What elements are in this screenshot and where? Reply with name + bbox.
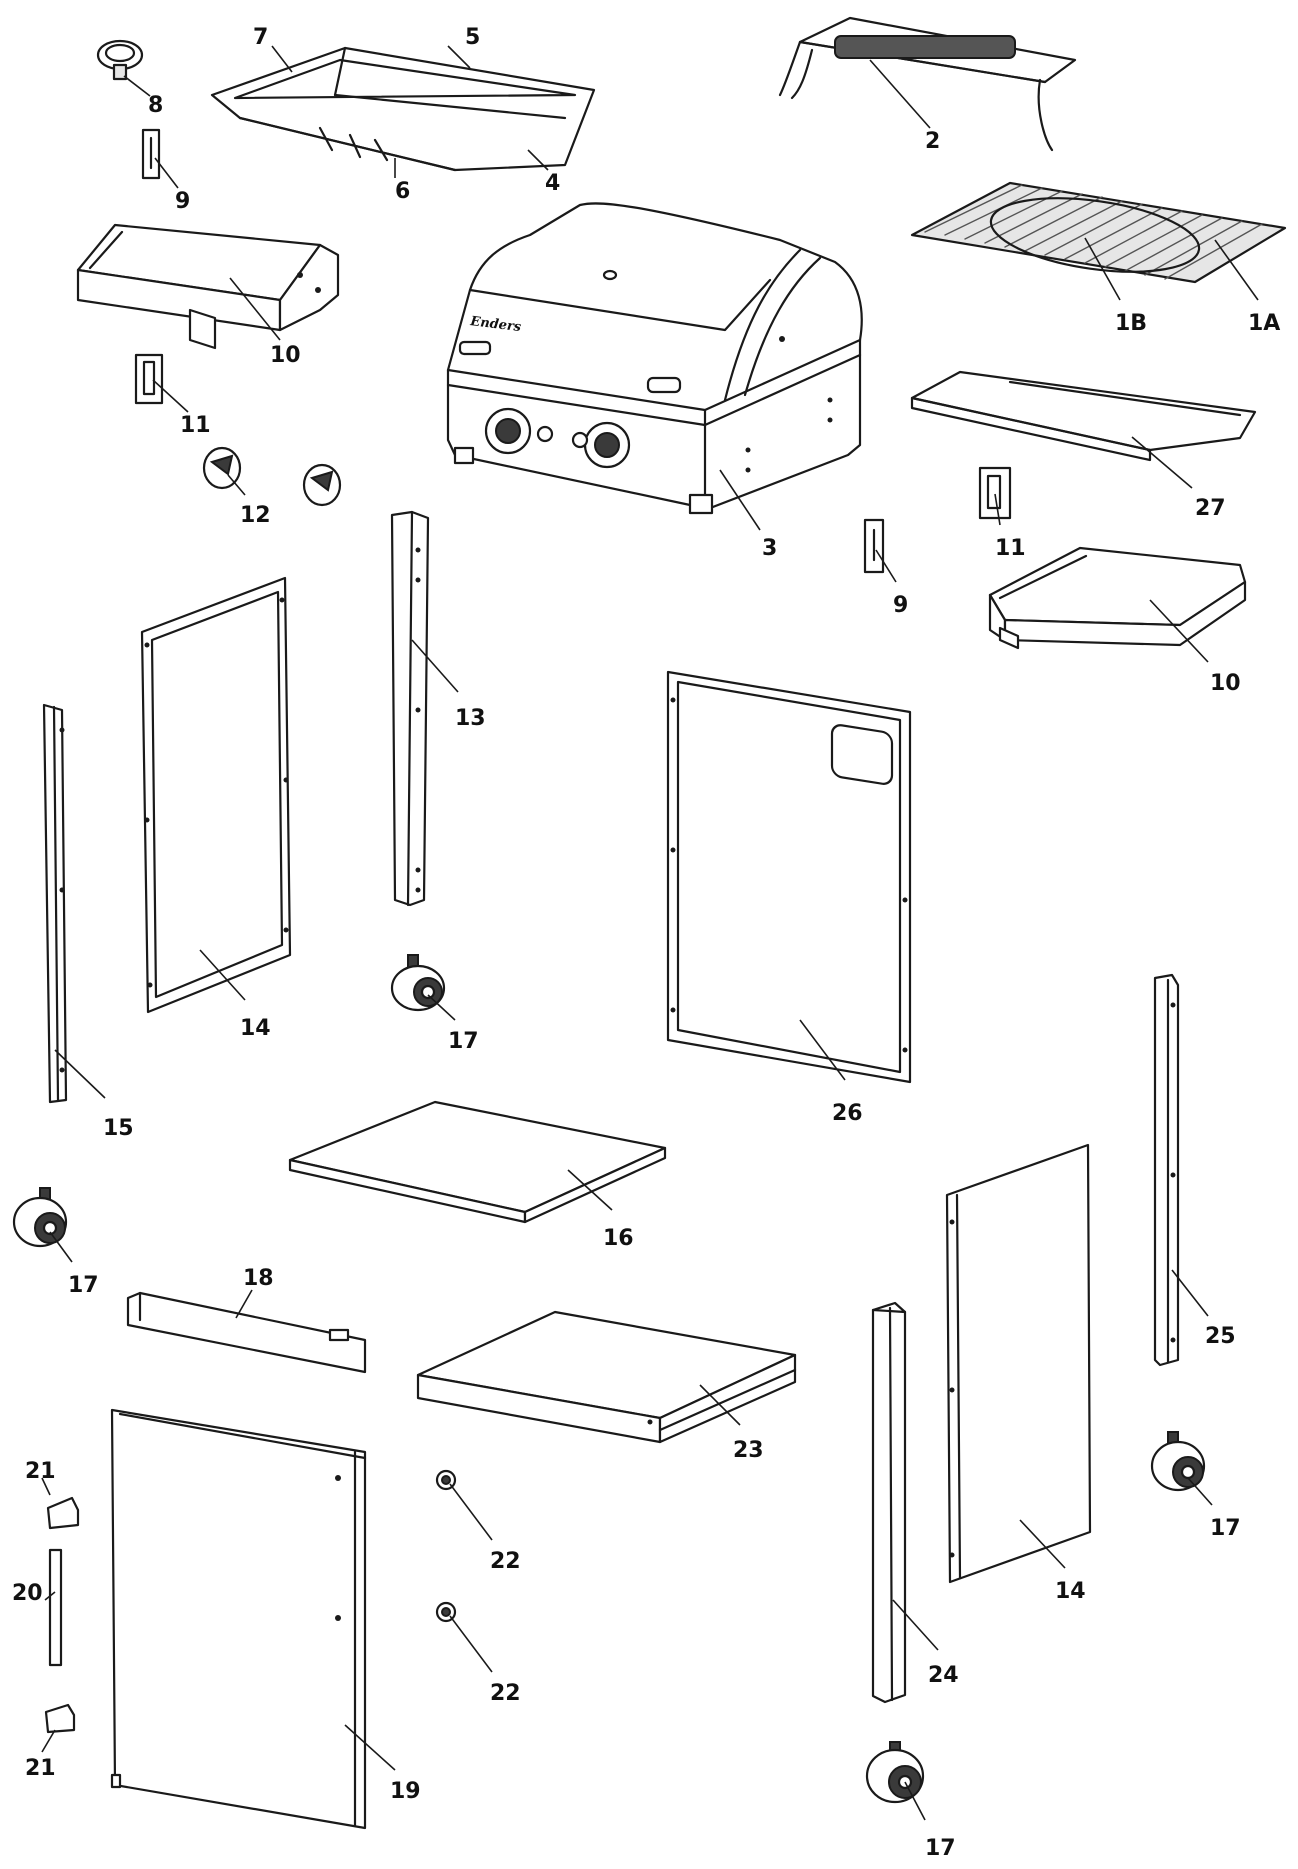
callout-22: 22 bbox=[490, 1681, 521, 1706]
part-25-leg bbox=[1153, 973, 1180, 1367]
part-20-hinge-rod bbox=[48, 1548, 63, 1667]
callout-21: 21 bbox=[25, 1756, 56, 1781]
callout-22: 22 bbox=[490, 1549, 521, 1574]
callout-17: 17 bbox=[448, 1029, 479, 1054]
callout-6: 6 bbox=[395, 179, 410, 204]
part-18-front-rail bbox=[126, 1291, 367, 1374]
callout-11: 11 bbox=[180, 413, 211, 438]
callout-13: 13 bbox=[455, 706, 486, 731]
part-26-back-panel bbox=[666, 670, 912, 1084]
callout-7: 7 bbox=[253, 25, 268, 50]
part-23-shelf bbox=[416, 1310, 797, 1444]
part-14-side-panel-right bbox=[945, 1143, 1092, 1584]
part-8-thermometer bbox=[96, 39, 144, 81]
callout-27: 27 bbox=[1195, 496, 1226, 521]
callout-2: 2 bbox=[925, 129, 940, 154]
callout-20: 20 bbox=[12, 1581, 43, 1606]
part-11-bracket-left bbox=[134, 353, 164, 405]
callout-11: 11 bbox=[995, 536, 1026, 561]
callout-24: 24 bbox=[928, 1663, 959, 1688]
callout-16: 16 bbox=[603, 1226, 634, 1251]
callout-18: 18 bbox=[243, 1266, 274, 1291]
callout-9: 9 bbox=[893, 593, 908, 618]
callout-23: 23 bbox=[733, 1438, 764, 1463]
part-1-cooking-grate bbox=[910, 181, 1287, 284]
callout-labels: 8 7 5 6 4 2 9 1B 1A 10 11 12 27 11 3 9 1… bbox=[12, 25, 1280, 1861]
callout-3: 3 bbox=[762, 536, 777, 561]
part-9-bracket-right bbox=[863, 518, 885, 574]
callout-26: 26 bbox=[832, 1101, 863, 1126]
part-2-warming-rack bbox=[778, 16, 1077, 152]
callout-14: 14 bbox=[1055, 1579, 1086, 1604]
callout-8: 8 bbox=[148, 93, 163, 118]
part-27-tray bbox=[910, 370, 1257, 462]
part-9-bracket bbox=[141, 128, 161, 180]
callout-19: 19 bbox=[390, 1779, 421, 1804]
part-13-leg bbox=[390, 510, 430, 907]
part-15-leg bbox=[42, 703, 68, 1104]
part-24-leg bbox=[871, 1301, 907, 1704]
callout-17: 17 bbox=[1210, 1516, 1241, 1541]
part-12-control-knobs bbox=[202, 446, 342, 507]
callout-17: 17 bbox=[68, 1273, 99, 1298]
part-17-caster bbox=[12, 1187, 68, 1248]
part-11-bracket-right bbox=[978, 466, 1012, 520]
part-19-door bbox=[110, 1408, 367, 1830]
brand-mark: Enders bbox=[469, 314, 523, 335]
callout-10: 10 bbox=[270, 343, 301, 368]
part-3-grill-head: Enders bbox=[446, 202, 863, 515]
part-17-caster bbox=[865, 1741, 925, 1804]
callout-12: 12 bbox=[240, 503, 271, 528]
part-16-bottom-shelf bbox=[288, 1100, 667, 1224]
callout-10: 10 bbox=[1210, 671, 1241, 696]
part-10-side-shelf-right bbox=[988, 546, 1247, 650]
part-10-side-shelf-left bbox=[76, 223, 340, 350]
part-4-7-drip-tray bbox=[210, 46, 596, 172]
callout-15: 15 bbox=[103, 1116, 134, 1141]
callout-21: 21 bbox=[25, 1459, 56, 1484]
part-14-side-panel-left bbox=[140, 576, 292, 1014]
part-17-caster bbox=[1150, 1431, 1206, 1492]
callout-14: 14 bbox=[240, 1016, 271, 1041]
part-17-caster bbox=[390, 954, 446, 1012]
callout-1a: 1A bbox=[1248, 311, 1280, 336]
part-21-hinge-clip-bottom bbox=[44, 1703, 76, 1734]
callout-17: 17 bbox=[925, 1836, 956, 1861]
callout-9: 9 bbox=[175, 189, 190, 214]
callout-5: 5 bbox=[465, 25, 480, 50]
callout-4: 4 bbox=[545, 171, 560, 196]
callout-25: 25 bbox=[1205, 1324, 1236, 1349]
part-21-hinge-clip-top bbox=[46, 1496, 80, 1530]
leader-lines bbox=[41, 45, 1259, 1821]
callout-1b: 1B bbox=[1115, 311, 1147, 336]
